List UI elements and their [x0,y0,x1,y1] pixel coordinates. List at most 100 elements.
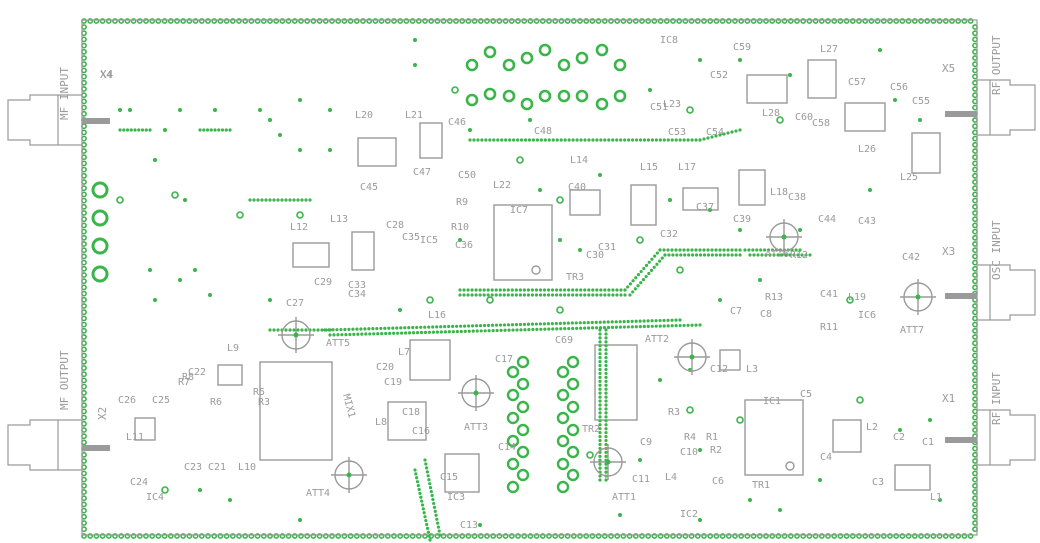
svg-text:R9: R9 [456,197,468,208]
svg-text:TR1: TR1 [752,480,770,491]
svg-text:R3: R3 [668,407,680,418]
svg-text:C36: C36 [455,240,473,251]
svg-text:L23: L23 [663,99,681,110]
svg-text:L22: L22 [493,180,511,191]
tr3-transformer[interactable] [493,204,553,281]
svg-text:TR2: TR2 [582,424,600,435]
svg-text:C47: C47 [413,167,431,178]
svg-text:C8: C8 [760,309,772,320]
svg-text:L15: L15 [640,162,658,173]
svg-text:MIX1: MIX1 [340,393,357,419]
svg-text:R12: R12 [790,250,808,261]
svg-text:C44: C44 [818,214,836,225]
svg-text:IC8: IC8 [660,35,678,46]
connector-label: OSC INPUT [990,220,1003,280]
svg-text:C28: C28 [386,220,404,231]
svg-text:IC6: IC6 [858,310,876,321]
svg-text:IC5: IC5 [420,235,438,246]
svg-text:C54: C54 [706,127,724,138]
svg-text:C10: C10 [680,447,698,458]
svg-text:IC4: IC4 [146,492,164,503]
svg-text:L20: L20 [355,110,373,121]
board-edge-vias [81,18,978,539]
svg-text:C11: C11 [632,474,650,485]
connector-label: MF INPUT [58,67,71,120]
svg-text:C58: C58 [812,118,830,129]
svg-text:C46: C46 [448,117,466,128]
svg-text:C13: C13 [460,520,478,531]
svg-text:C57: C57 [848,77,866,88]
svg-text:C69: C69 [555,335,573,346]
connector-mf-output[interactable]: MF OUTPUT X2 [7,350,110,471]
svg-text:C9: C9 [640,437,652,448]
svg-text:C35: C35 [402,232,420,243]
svg-text:IC3: IC3 [447,492,465,503]
svg-text:C1: C1 [922,437,934,448]
connector-label: RF OUTPUT [990,35,1003,95]
svg-text:C4: C4 [820,452,832,463]
svg-text:L9: L9 [227,343,239,354]
tr1-transformer[interactable] [744,399,804,476]
attenuators [278,219,936,493]
connector-rf-input[interactable]: RF INPUT X1 [942,372,1036,466]
svg-text:L28: L28 [762,108,780,119]
svg-text:C14: C14 [498,442,516,453]
svg-text:C12: C12 [710,364,728,375]
svg-text:C53: C53 [668,127,686,138]
svg-text:C31: C31 [598,242,616,253]
svg-text:L13: L13 [330,214,348,225]
connector-ref: X2 [96,407,109,420]
svg-text:C52: C52 [710,70,728,81]
svg-text:L25: L25 [900,172,918,183]
svg-text:L10: L10 [238,462,256,473]
svg-text:C24: C24 [130,477,148,488]
svg-text:R10: R10 [451,222,469,233]
svg-text:ATT4: ATT4 [306,488,330,499]
svg-text:L12: L12 [290,222,308,233]
svg-text:L1: L1 [930,492,942,503]
large-vias [465,43,627,494]
inductor-bodies [134,59,941,493]
svg-text:C55: C55 [912,96,930,107]
svg-text:L8: L8 [375,417,387,428]
svg-text:C7: C7 [730,306,742,317]
svg-text:L17: L17 [678,162,696,173]
svg-text:C40: C40 [568,182,586,193]
svg-text:C32: C32 [660,229,678,240]
svg-text:L27: L27 [820,44,838,55]
svg-text:L7: L7 [398,347,410,358]
svg-text:C2: C2 [893,432,905,443]
svg-text:L26: L26 [858,144,876,155]
connector-ref: X3 [942,245,955,258]
svg-text:ATT7: ATT7 [900,325,924,336]
mix1-mixer[interactable] [259,361,333,461]
svg-text:R11: R11 [820,322,838,333]
svg-text:R13: R13 [765,292,783,303]
connector-mf-input[interactable]: MF INPUT X4 [7,67,114,146]
svg-text:ATT2: ATT2 [645,334,669,345]
svg-text:IC2: IC2 [680,509,698,520]
svg-text:L19: L19 [848,292,866,303]
svg-text:C59: C59 [733,42,751,53]
svg-text:R8: R8 [182,372,194,383]
connector-osc-input[interactable]: OSC INPUT X3 [942,220,1036,321]
svg-text:C29: C29 [314,277,332,288]
svg-text:C5: C5 [800,389,812,400]
board-outline [81,19,978,536]
connector-rf-output[interactable]: RF OUTPUT X5 [942,35,1036,136]
svg-text:C20: C20 [376,362,394,373]
tr2-transformer[interactable] [594,344,638,421]
svg-text:C19: C19 [384,377,402,388]
connector-ref: X1 [942,392,955,405]
svg-text:L11: L11 [126,432,144,443]
svg-text:C41: C41 [820,289,838,300]
svg-text:R3: R3 [258,397,270,408]
svg-text:C34: C34 [348,289,366,300]
svg-text:R7: R7 [178,377,190,388]
svg-text:IC1: IC1 [763,396,781,407]
svg-text:L21: L21 [405,110,423,121]
svg-text:R6: R6 [210,397,222,408]
svg-text:C37: C37 [696,202,714,213]
